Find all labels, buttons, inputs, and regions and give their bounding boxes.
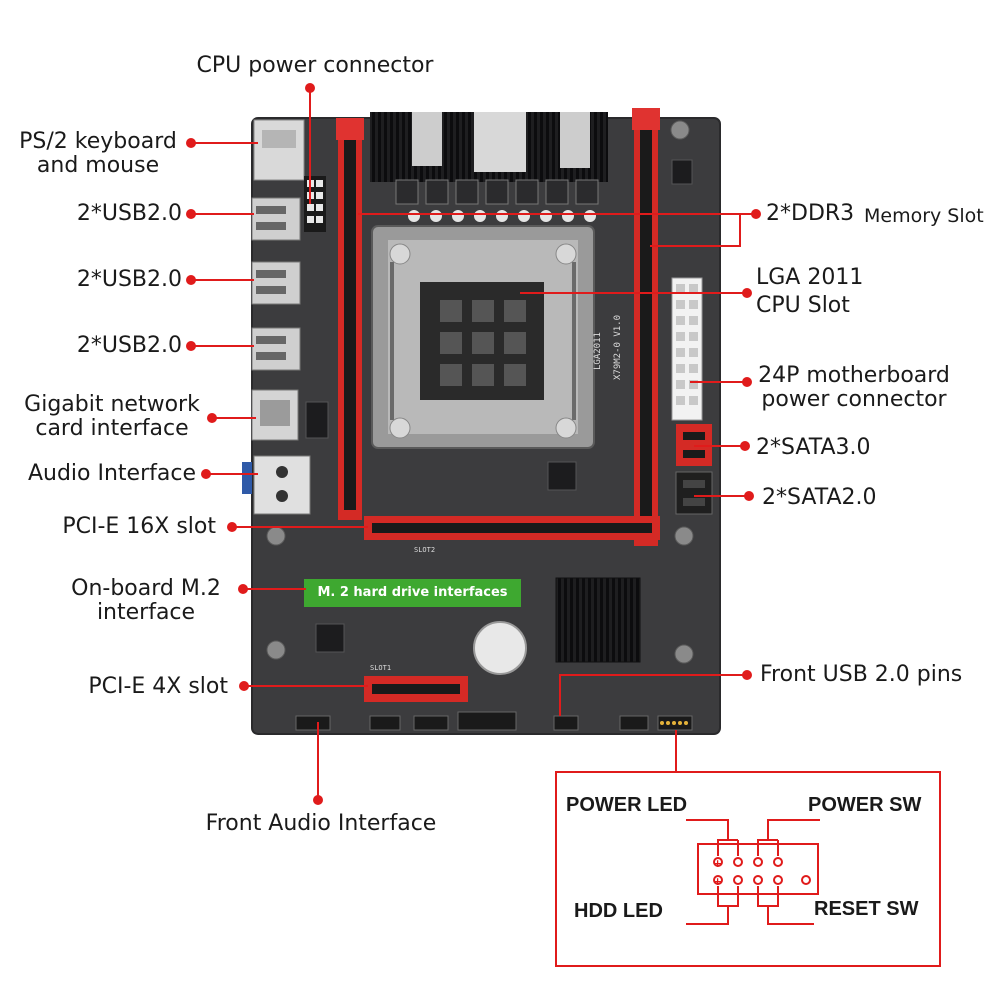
label-cpu-power: CPU power connector	[196, 53, 434, 78]
slot1-silkscreen: SLOT1	[370, 664, 391, 672]
label-usb-1: 2*USB2.0	[76, 201, 182, 226]
label-pcie16: PCI-E 16X slot	[62, 514, 216, 539]
svg-text:+: +	[713, 857, 722, 870]
audio-jack	[253, 455, 311, 515]
label-audio: Audio Interface	[27, 461, 196, 486]
label-sata2: 2*SATA2.0	[762, 485, 877, 510]
label-ddr3-b: Memory Slot	[864, 205, 984, 227]
label-ddr3-a: 2*DDR3	[766, 201, 855, 226]
label-ps2-line2: and mouse	[36, 153, 160, 178]
label-usb-3: 2*USB2.0	[76, 333, 182, 358]
label-24p-line2: power connector	[761, 387, 947, 412]
front-usb-header	[553, 715, 579, 731]
label-reset-sw: RESET SW	[814, 898, 919, 920]
label-power-led: POWER LED	[566, 794, 688, 816]
label-front-audio: Front Audio Interface	[205, 811, 437, 836]
label-hdd-led: HDD LED	[574, 900, 663, 922]
front-audio-header	[295, 715, 331, 731]
slot2-silkscreen: SLOT2	[414, 546, 435, 554]
label-power-sw: POWER SW	[808, 794, 922, 816]
label-gigabit-line1: Gigabit network	[24, 392, 200, 417]
socket-silkscreen: LGA2011	[593, 332, 603, 370]
usb-port-3	[251, 327, 301, 371]
label-m2-line1: On-board M.2	[71, 576, 221, 601]
label-usb-2: 2*USB2.0	[76, 267, 182, 292]
usb-port-1	[251, 197, 301, 241]
cmos-battery	[473, 621, 527, 675]
model-silkscreen: X79M2-0 V1.0	[613, 315, 623, 380]
sata2-port	[675, 471, 713, 515]
chipset-heatsink	[555, 577, 641, 663]
label-gigabit-line2: card interface	[35, 416, 189, 441]
m2-banner: M. 2 hard drive interfaces	[304, 579, 521, 607]
label-pcie4: PCI-E 4X slot	[88, 674, 228, 699]
label-sata3: 2*SATA3.0	[756, 435, 871, 460]
label-lga-line2: CPU Slot	[756, 293, 850, 318]
usb-port-2	[251, 261, 301, 305]
label-lga-line1: LGA 2011	[756, 265, 864, 290]
label-m2-line2: interface	[96, 600, 196, 625]
label-front-usb: Front USB 2.0 pins	[760, 662, 963, 687]
label-24p-line1: 24P motherboard	[758, 363, 950, 388]
label-ps2-line1: PS/2 keyboard	[19, 129, 177, 154]
svg-text:+: +	[713, 875, 722, 888]
